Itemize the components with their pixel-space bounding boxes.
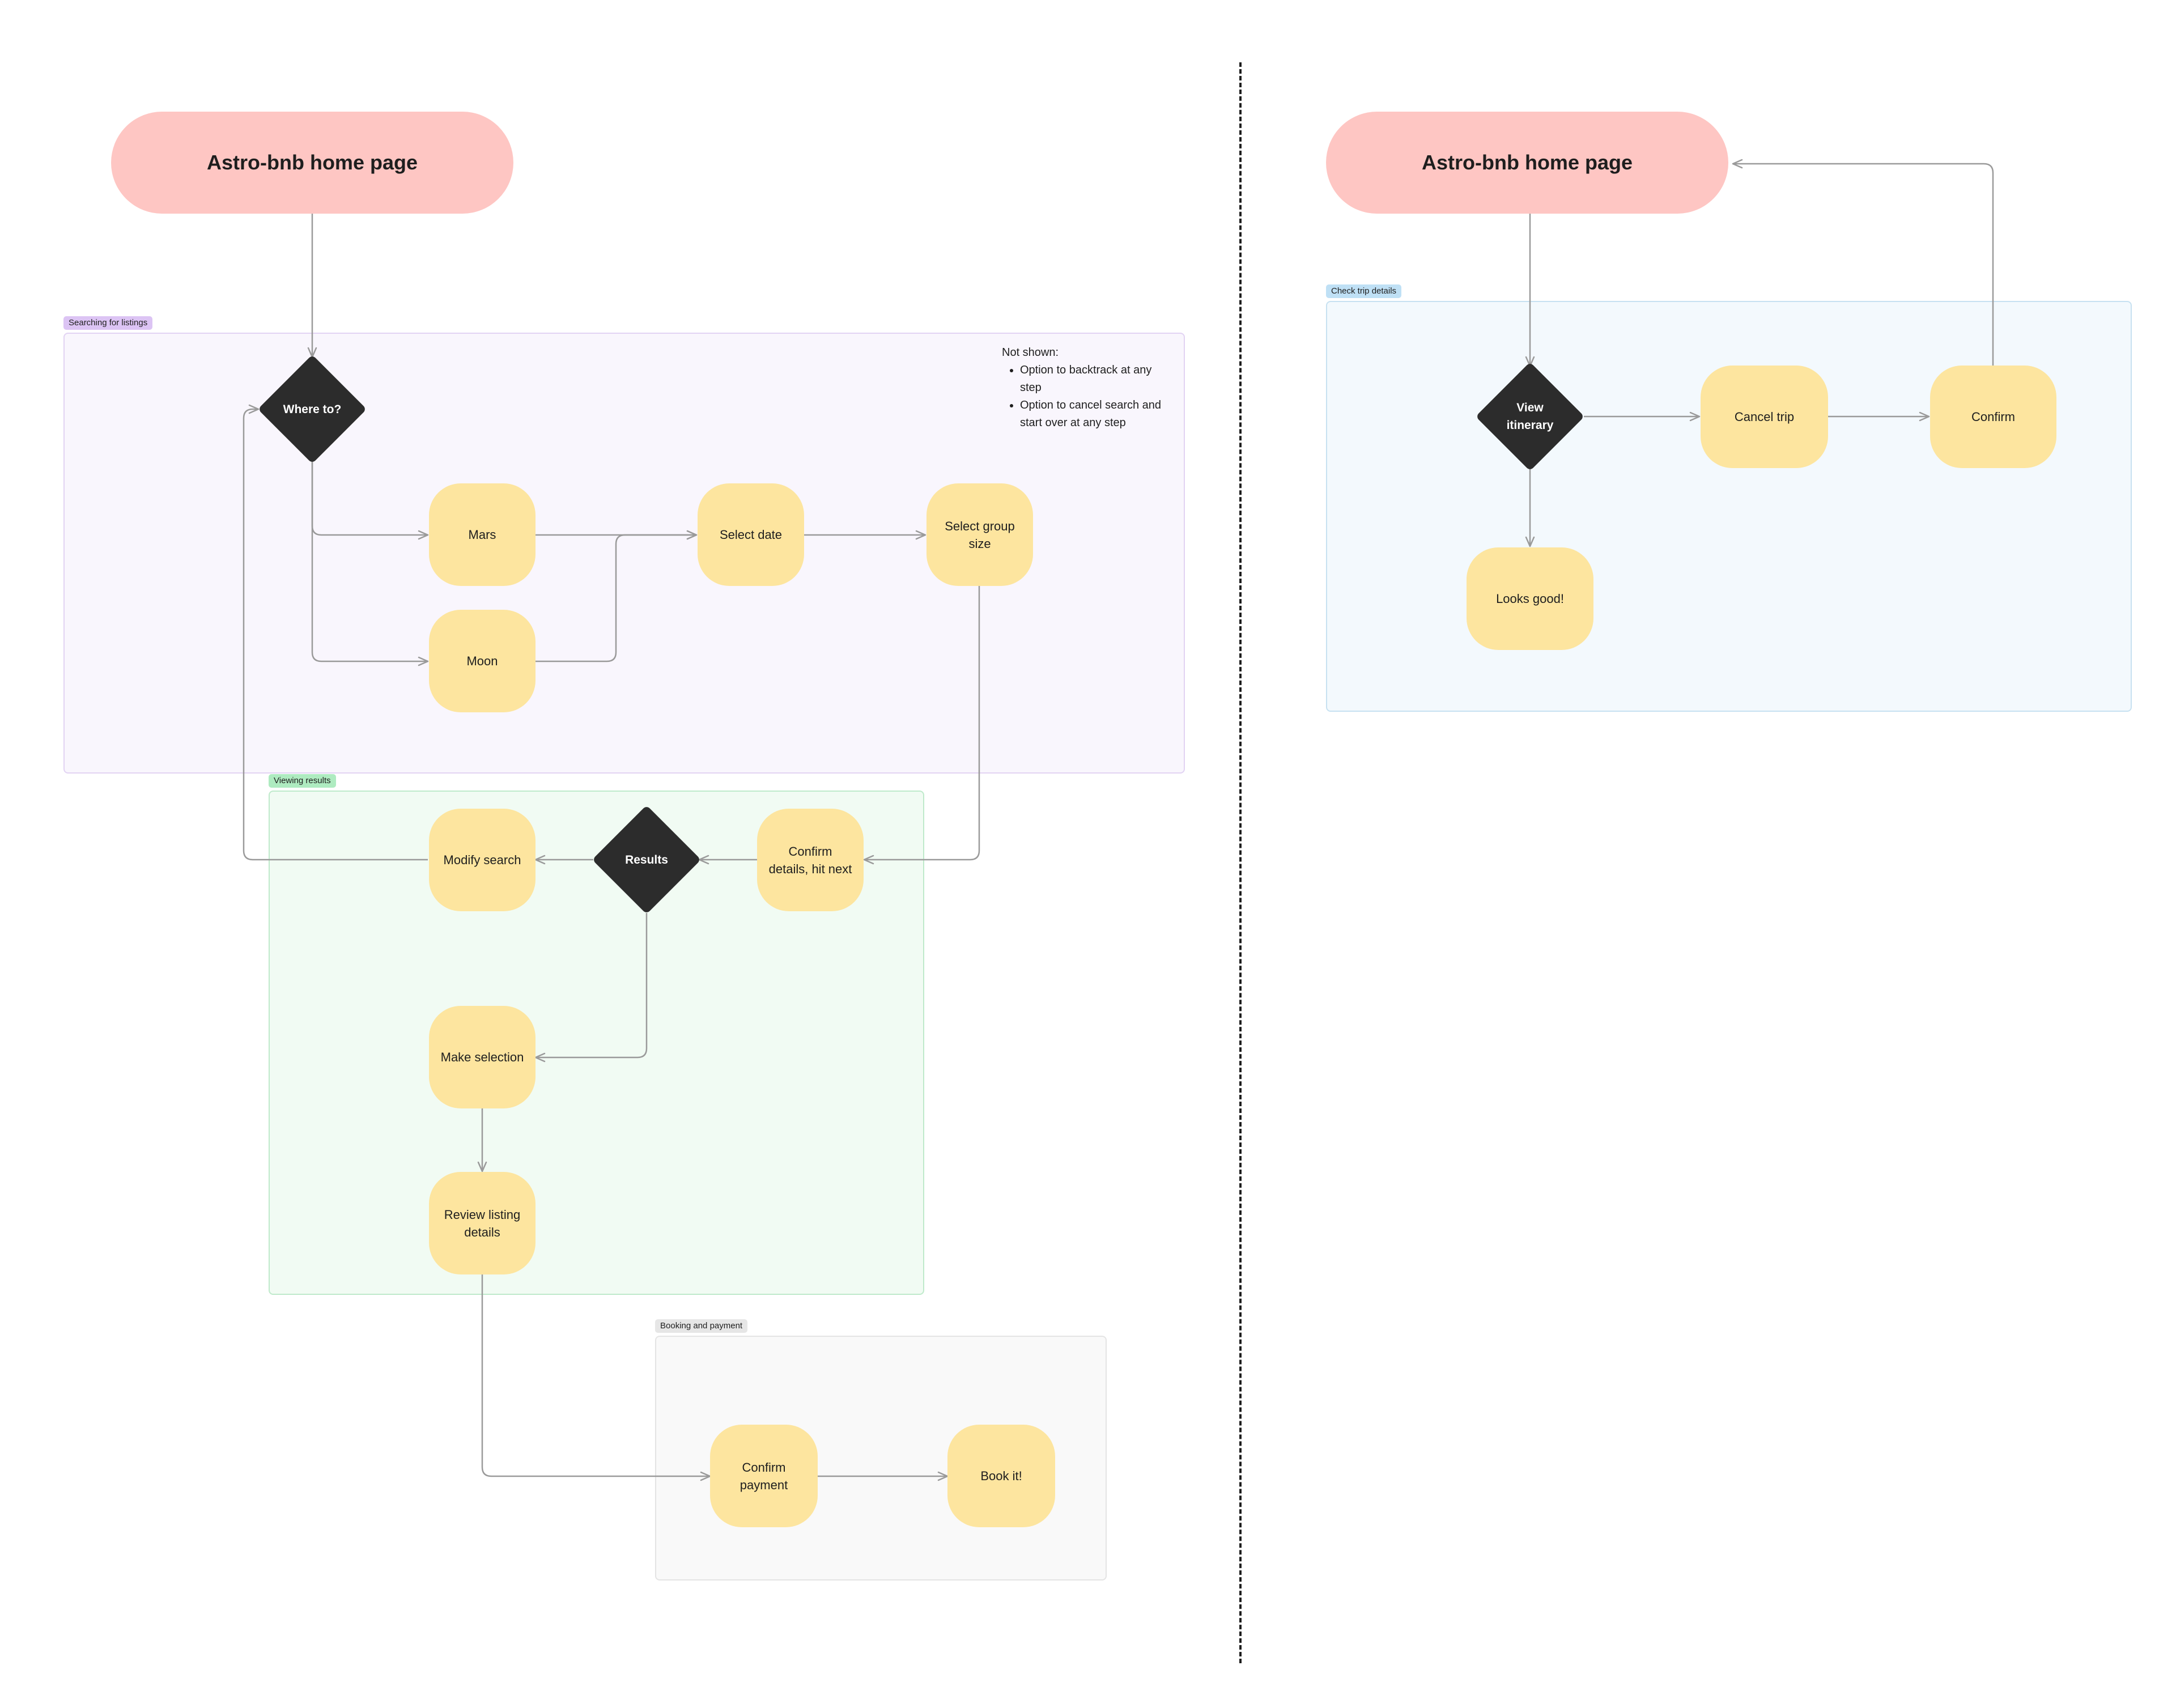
note-item: Option to cancel search and start over a… [1020, 397, 1172, 432]
terminal-home-page-left: Astro-bnb home page [111, 112, 513, 214]
section-label-check: Check trip details [1326, 284, 1402, 298]
dashed-divider [1239, 62, 1242, 1663]
process-mars: Mars [429, 483, 536, 586]
section-check-trip-details [1326, 301, 2132, 712]
section-label-booking: Booking and payment [655, 1319, 748, 1333]
process-confirm-details: Confirm details, hit next [757, 809, 864, 911]
section-label-viewing: Viewing results [269, 774, 336, 788]
section-label-searching: Searching for listings [63, 316, 153, 330]
process-cancel-trip: Cancel trip [1701, 366, 1828, 468]
process-confirm-payment: Confirm payment [710, 1425, 818, 1527]
process-looks-good: Looks good! [1467, 547, 1593, 650]
note-heading: Not shown: [1002, 346, 1059, 359]
note-not-shown: Not shown: Option to backtrack at any st… [1002, 344, 1172, 432]
process-modify-search: Modify search [429, 809, 536, 911]
note-list: Option to backtrack at any step Option t… [1002, 362, 1172, 432]
terminal-home-page-right: Astro-bnb home page [1326, 112, 1728, 214]
process-make-selection: Make selection [429, 1006, 536, 1108]
process-moon: Moon [429, 610, 536, 712]
process-book-it: Book it! [947, 1425, 1055, 1527]
process-confirm: Confirm [1930, 366, 2056, 468]
decision-view-itinerary: View itinerary [1475, 362, 1585, 471]
note-item: Option to backtrack at any step [1020, 362, 1172, 397]
decision-where-to: Where to? [257, 354, 367, 464]
decision-results: Results [592, 805, 702, 915]
process-select-date: Select date [698, 483, 804, 586]
process-review-listing: Review listing details [429, 1172, 536, 1274]
process-select-group-size: Select group size [926, 483, 1033, 586]
